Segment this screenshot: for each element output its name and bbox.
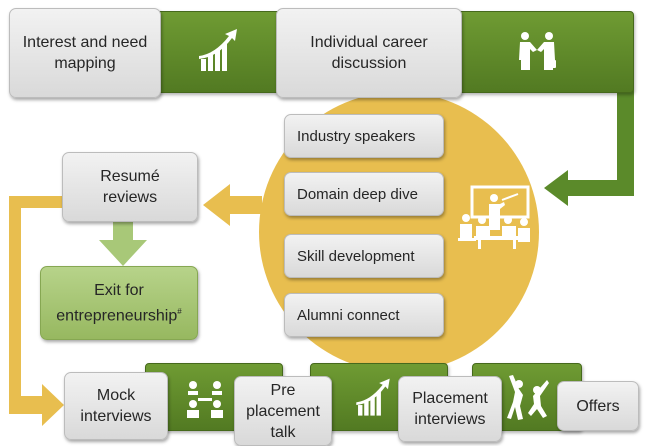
resume-to-mock-arrow xyxy=(9,196,64,426)
skill-development-label: Skill development xyxy=(297,247,415,265)
skill-development-box: Skill development xyxy=(284,234,444,278)
career-discussion-label: Individual career discussion xyxy=(310,34,428,72)
alumni-connect-label: Alumni connect xyxy=(297,306,400,324)
career-discussion-box: Individual career discussion xyxy=(276,8,462,98)
interest-mapping-label: Interest and need mapping xyxy=(22,34,148,72)
domain-deep-dive-label: Domain deep dive xyxy=(297,185,418,203)
pre-placement-talk-box: Pre placement talk xyxy=(234,376,332,446)
classroom-presentation-icon xyxy=(458,185,530,249)
growth-chart-icon xyxy=(199,29,237,71)
domain-deep-dive-box: Domain deep dive xyxy=(284,172,444,216)
exit-entrepreneurship-label: Exit for entrepreneurship# xyxy=(56,281,182,325)
offers-label: Offers xyxy=(576,397,620,415)
exit-footnote-marker: # xyxy=(177,306,182,316)
growth-chart-icon xyxy=(356,378,390,416)
mock-interviews-box: Mock interviews xyxy=(64,372,168,440)
industry-speakers-label: Industry speakers xyxy=(297,127,416,145)
resume-to-exit-arrow xyxy=(99,222,147,266)
pre-placement-talk-label: Pre placement talk xyxy=(246,381,320,441)
placement-interviews-box: Placement interviews xyxy=(398,376,502,442)
exit-entrepreneurship-box: Exit for entrepreneurship# xyxy=(40,266,198,340)
handshake-icon xyxy=(519,32,556,70)
offers-box: Offers xyxy=(557,381,639,431)
interest-mapping-box: Interest and need mapping xyxy=(9,8,161,98)
industry-speakers-box: Industry speakers xyxy=(284,114,444,158)
resume-reviews-box: Resumé reviews xyxy=(62,152,198,222)
mock-interviews-label: Mock interviews xyxy=(80,387,152,425)
programs-to-resume-arrow xyxy=(203,184,262,226)
team-meeting-icon xyxy=(187,381,223,418)
resume-reviews-label: Resumé reviews xyxy=(100,168,160,206)
placement-interviews-label: Placement interviews xyxy=(412,390,488,428)
alumni-connect-box: Alumni connect xyxy=(284,293,444,337)
celebration-icon xyxy=(507,375,549,420)
